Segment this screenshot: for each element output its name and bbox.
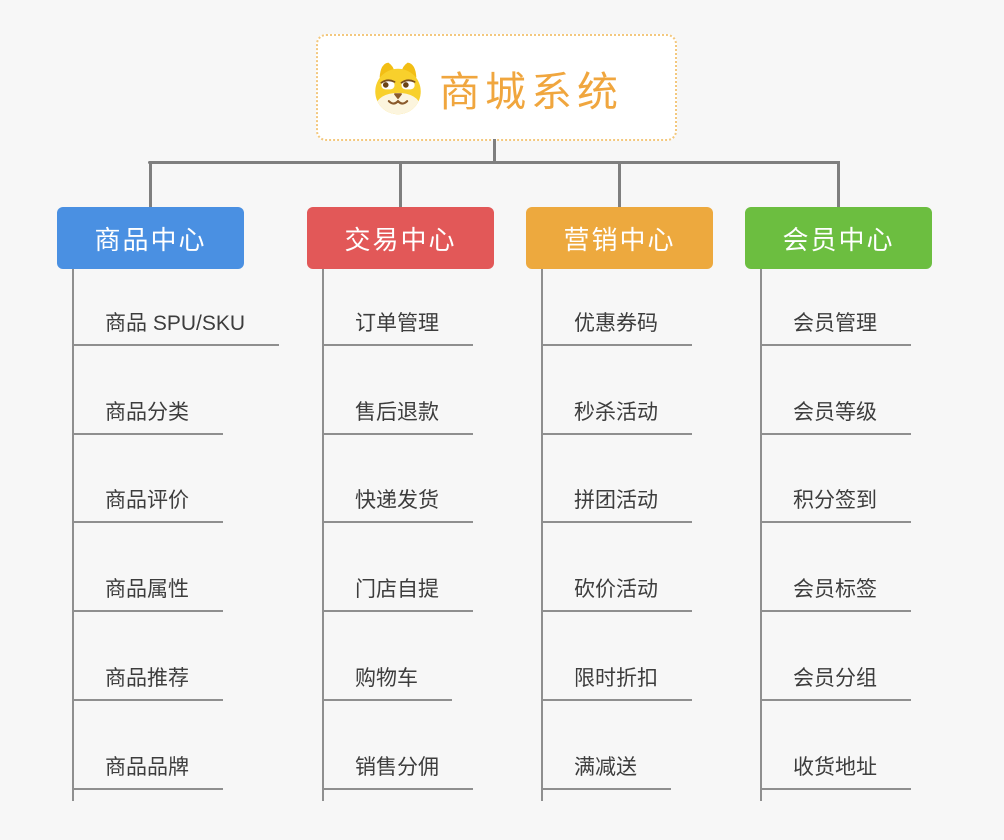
connector-bus xyxy=(148,161,840,164)
connector-root-stem xyxy=(493,139,496,163)
leaf-item[interactable]: 满减送 xyxy=(541,756,671,790)
leaf-item[interactable]: 收货地址 xyxy=(760,756,911,790)
leaf-item[interactable]: 订单管理 xyxy=(322,312,473,346)
leaf-trunk xyxy=(541,269,543,801)
leaf-item[interactable]: 积分签到 xyxy=(760,489,911,524)
leaf-item[interactable]: 商品 SPU/SKU xyxy=(72,312,280,346)
leaf-item[interactable]: 商品推荐 xyxy=(72,667,223,701)
leaf-trunk xyxy=(760,269,762,801)
connector-drop-0 xyxy=(148,161,152,208)
leaf-trunk xyxy=(322,269,324,801)
connector-drop-3 xyxy=(836,161,840,208)
branch-node-2[interactable]: 营销中心 xyxy=(526,207,713,269)
leaf-item[interactable]: 商品评价 xyxy=(72,489,223,524)
leaf-item[interactable]: 商品分类 xyxy=(72,401,223,435)
root-title: 商城系统 xyxy=(439,68,623,115)
branch-node-0[interactable]: 商品中心 xyxy=(57,207,244,269)
leaf-item[interactable]: 优惠券码 xyxy=(541,312,692,346)
root-node[interactable]: 商城系统 xyxy=(316,34,677,141)
leaf-item[interactable]: 门店自提 xyxy=(322,578,473,613)
leaf-item[interactable]: 拼团活动 xyxy=(541,489,692,524)
branch-node-3[interactable]: 会员中心 xyxy=(745,207,932,269)
leaf-item[interactable]: 会员等级 xyxy=(760,401,911,435)
leaf-item[interactable]: 砍价活动 xyxy=(541,578,692,613)
leaf-item[interactable]: 快递发货 xyxy=(322,489,473,524)
connector-drop-2 xyxy=(617,161,621,208)
leaf-item[interactable]: 会员分组 xyxy=(760,667,911,701)
leaf-item[interactable]: 售后退款 xyxy=(322,401,473,435)
leaf-item[interactable]: 购物车 xyxy=(322,667,452,701)
dog-face-icon xyxy=(370,60,426,116)
connector-drop-1 xyxy=(398,161,402,208)
leaf-item[interactable]: 会员标签 xyxy=(760,578,911,613)
leaf-item[interactable]: 秒杀活动 xyxy=(541,401,692,435)
leaf-item[interactable]: 商品品牌 xyxy=(72,756,223,790)
branch-node-1[interactable]: 交易中心 xyxy=(307,207,494,269)
leaf-item[interactable]: 会员管理 xyxy=(760,312,911,346)
leaf-item[interactable]: 商品属性 xyxy=(72,578,223,613)
leaf-item[interactable]: 限时折扣 xyxy=(541,667,692,701)
leaf-trunk xyxy=(72,269,74,801)
leaf-item[interactable]: 销售分佣 xyxy=(322,756,473,790)
